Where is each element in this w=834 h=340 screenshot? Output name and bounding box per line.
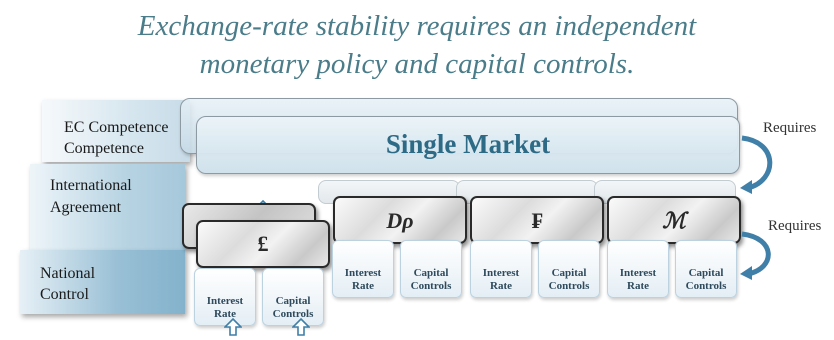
up-arrow-icon: [292, 318, 310, 336]
requires-label-top: Requires: [763, 120, 817, 136]
currency-cube-dp: Dρ: [333, 196, 467, 244]
capital-label-1: Capital: [688, 267, 724, 279]
mark-symbol: ℳ: [662, 208, 686, 233]
currency-cube-m: ℳ: [607, 196, 741, 244]
capital-label-1: Capital: [275, 295, 311, 307]
level-international-label-1: International: [50, 177, 132, 194]
drachma-symbol: Dρ: [386, 208, 414, 233]
interest-label-2: Rate: [627, 280, 649, 292]
title-line-1: Exchange-rate stability requires an inde…: [137, 10, 697, 42]
level-national-label-2: Control: [40, 286, 89, 303]
capital-label-2: Controls: [548, 280, 590, 292]
pound-symbol: £: [257, 231, 269, 256]
up-arrow-icon: [224, 318, 242, 336]
level-national-label-1: National: [40, 265, 96, 282]
capital-label-1: Capital: [551, 267, 587, 279]
capital-label-2: Controls: [685, 280, 727, 292]
interest-label-2: Rate: [352, 280, 374, 292]
requires-curved-arrow-icon: [740, 135, 773, 194]
interest-label-1: Interest: [206, 295, 244, 307]
level-ec-label: EC Competence: [64, 119, 169, 136]
level-national-control: National Control: [20, 250, 185, 314]
level-international-agreement: International Agreement: [30, 164, 185, 250]
currency-cube-f: ₣: [470, 196, 604, 244]
title-line-2: monetary policy and capital controls.: [199, 48, 635, 80]
requires-label-bottom: Requires: [768, 218, 822, 234]
interest-label-1: Interest: [482, 267, 520, 279]
single-market-slab: Single Market: [196, 116, 740, 174]
capital-label-2: Controls: [272, 308, 314, 320]
level-international-label-2: Agreement: [50, 199, 122, 216]
franc-symbol: ₣: [531, 208, 543, 233]
interest-label-2: Rate: [214, 308, 236, 320]
requires-curved-arrow-icon: [740, 231, 771, 280]
level-ec-label-overflow: Competence: [64, 140, 144, 157]
interest-label-2: Rate: [490, 280, 512, 292]
interest-label-1: Interest: [619, 267, 657, 279]
interest-label-1: Interest: [344, 267, 382, 279]
capital-label-1: Capital: [413, 267, 449, 279]
single-market-label: Single Market: [385, 129, 551, 159]
capital-label-2: Controls: [410, 280, 452, 292]
level-ec-competence: EC Competence Competence: [42, 100, 190, 162]
currency-cube-uk: £: [196, 220, 330, 268]
